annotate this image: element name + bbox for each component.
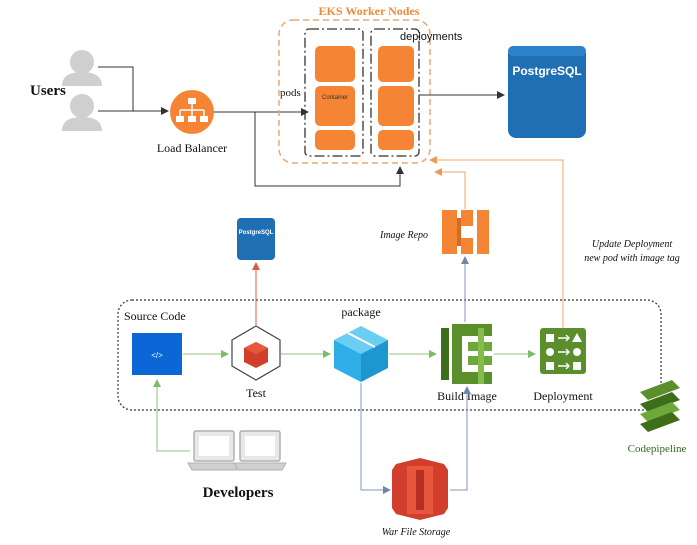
deployment-boundary [370,28,420,157]
test-postgresql-label: PostgreSQL [239,230,274,236]
container-block [315,130,355,150]
postgresql-label: PostgreSQL [512,64,581,78]
deployment-label: Deployment [533,389,593,403]
codepipeline-label: Codepipeline [628,443,687,455]
test-icon [231,325,281,381]
laptop-icon [233,430,287,471]
repo-to-eks-connector [434,168,466,209]
image-repo-label: Image Repo [379,230,428,241]
developers-to-source-connector [153,379,190,452]
test-postgresql-icon [237,218,275,260]
container-block [378,130,414,150]
source-code-label: Source Code [124,309,186,323]
pods-label: pods [280,87,301,99]
storage-to-build-connector [450,386,471,491]
s3-storage-icon [392,458,448,520]
container-block [378,46,414,82]
deployment-icon [540,328,586,374]
postgresql-database-icon [508,46,586,138]
source-code-icon [132,333,182,375]
load-balancer-label: Load Balancer [157,141,227,155]
update-note-line2: new pod with image tag [584,253,680,264]
pod-boundary [304,28,364,157]
deployments-label: deployments [400,31,463,43]
user-icon [62,50,102,86]
eks-worker-nodes-boundary [278,19,431,164]
package-icon [334,326,388,382]
war-file-storage-label: War File Storage [382,527,451,538]
eks-title: EKS Worker Nodes [319,4,420,18]
package-label: package [341,305,380,319]
users-label: Users [30,83,66,99]
load-balancer-icon [170,90,214,134]
image-repo-icon [442,210,489,254]
container-block [378,86,414,126]
container-label: Container [322,95,348,101]
test-label: Test [246,386,266,400]
codepipeline-boundary [117,299,662,411]
build-image-icon [441,324,492,384]
developers-label: Developers [203,485,274,501]
loop-connector [254,112,404,187]
container-block [315,46,355,82]
laptop-icon [187,430,241,471]
source-code-icon-text: </> [151,351,163,360]
container-block [315,86,355,126]
update-note-line1: Update Deployment [592,239,672,250]
users-to-lb-connector [98,66,168,111]
codepipeline-icon [640,380,680,432]
deployment-to-eks-connector [429,156,564,328]
user-icon [62,94,102,131]
package-to-storage-connector [360,383,391,494]
